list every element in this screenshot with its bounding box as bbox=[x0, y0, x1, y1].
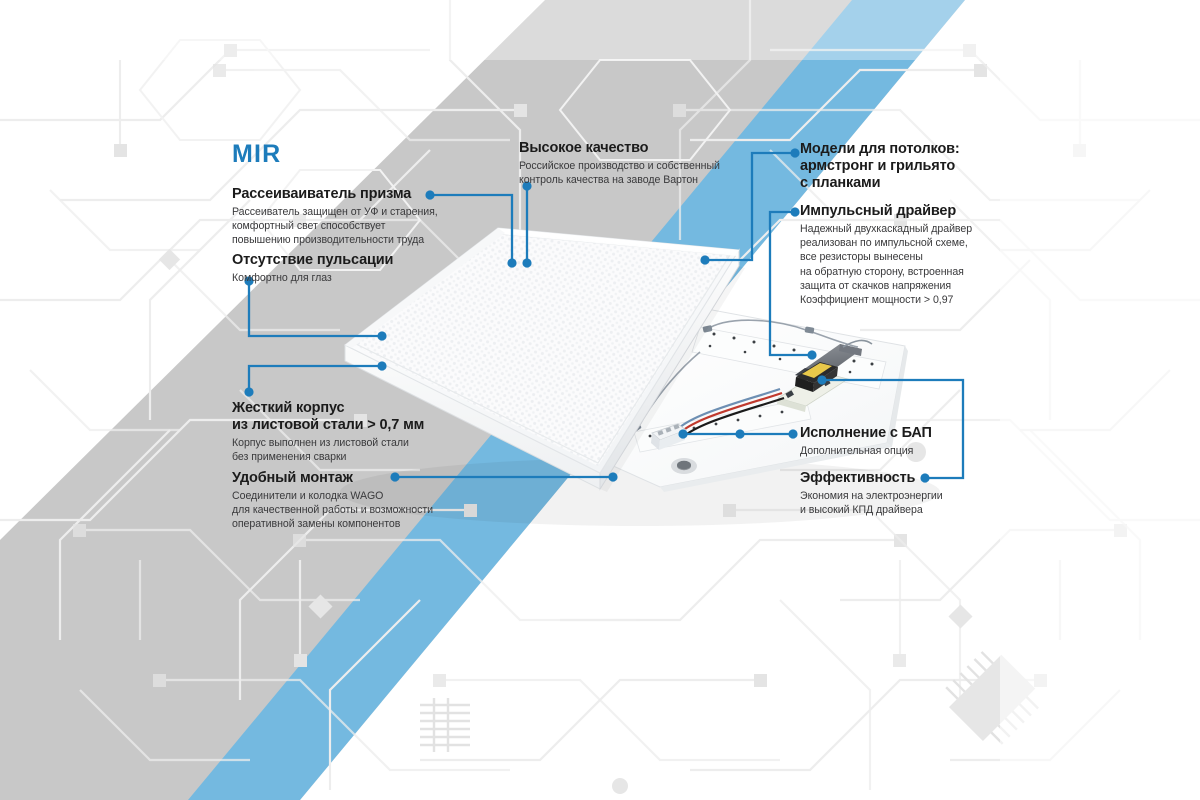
callout-efficiency: Эффективность Экономия на электроэнергии… bbox=[800, 470, 1020, 517]
callout-title: Жесткий корпус из листовой стали > 0,7 м… bbox=[232, 400, 425, 433]
callout-title: Модели для потолков: армстронг и грильят… bbox=[800, 141, 960, 191]
brand-logo: MIR bbox=[232, 140, 282, 168]
callout-title: Рассеиваиватель призма bbox=[232, 186, 412, 202]
callout-body: Дополнительная опция bbox=[800, 444, 914, 457]
callout-prisma-diffuser: Рассеиваиватель призма Рассеиватель защи… bbox=[232, 186, 492, 248]
callout-emergency-battery: Исполнение с БАП Дополнительная опция bbox=[800, 425, 1000, 458]
callout-body: Надежный двухкаскадный драйвер реализова… bbox=[800, 222, 973, 307]
callout-pulse-driver: Импульсный драйвер Надежный двухкаскадны… bbox=[800, 203, 1020, 308]
callout-title: Эффективность bbox=[800, 470, 916, 486]
callout-rigid-steel-body: Жесткий корпус из листовой стали > 0,7 м… bbox=[232, 400, 482, 464]
callout-body: Экономия на электроэнергии и высокий КПД… bbox=[800, 489, 943, 517]
callout-title: Исполнение с БАП bbox=[800, 425, 932, 441]
callout-body: Корпус выполнен из листовой стали без пр… bbox=[232, 436, 409, 463]
mounting-grommet bbox=[671, 458, 697, 474]
prismatic-diffuser bbox=[344, 227, 740, 491]
callout-body: Соединители и колодка WAGO для качествен… bbox=[232, 489, 434, 531]
callout-body: Комфортно для глаз bbox=[232, 271, 332, 284]
callout-ceiling-models: Модели для потолков: армстронг и грильят… bbox=[800, 141, 1030, 193]
callout-body: Российское производство и собственный ко… bbox=[519, 159, 720, 187]
callout-title: Импульсный драйвер bbox=[800, 203, 957, 219]
callout-no-pulsation: Отсутствие пульсации Комфортно для глаз bbox=[232, 252, 472, 285]
callout-title: Отсутствие пульсации bbox=[232, 252, 394, 268]
callout-easy-mounting: Удобный монтаж Соединители и колодка WAG… bbox=[232, 470, 492, 532]
callout-body: Рассеиватель защищен от УФ и старения, к… bbox=[232, 205, 438, 247]
callout-high-quality: Высокое качество Российское производство… bbox=[519, 140, 749, 187]
callout-title: Удобный монтаж bbox=[232, 470, 353, 486]
callout-title: Высокое качество bbox=[519, 140, 649, 156]
